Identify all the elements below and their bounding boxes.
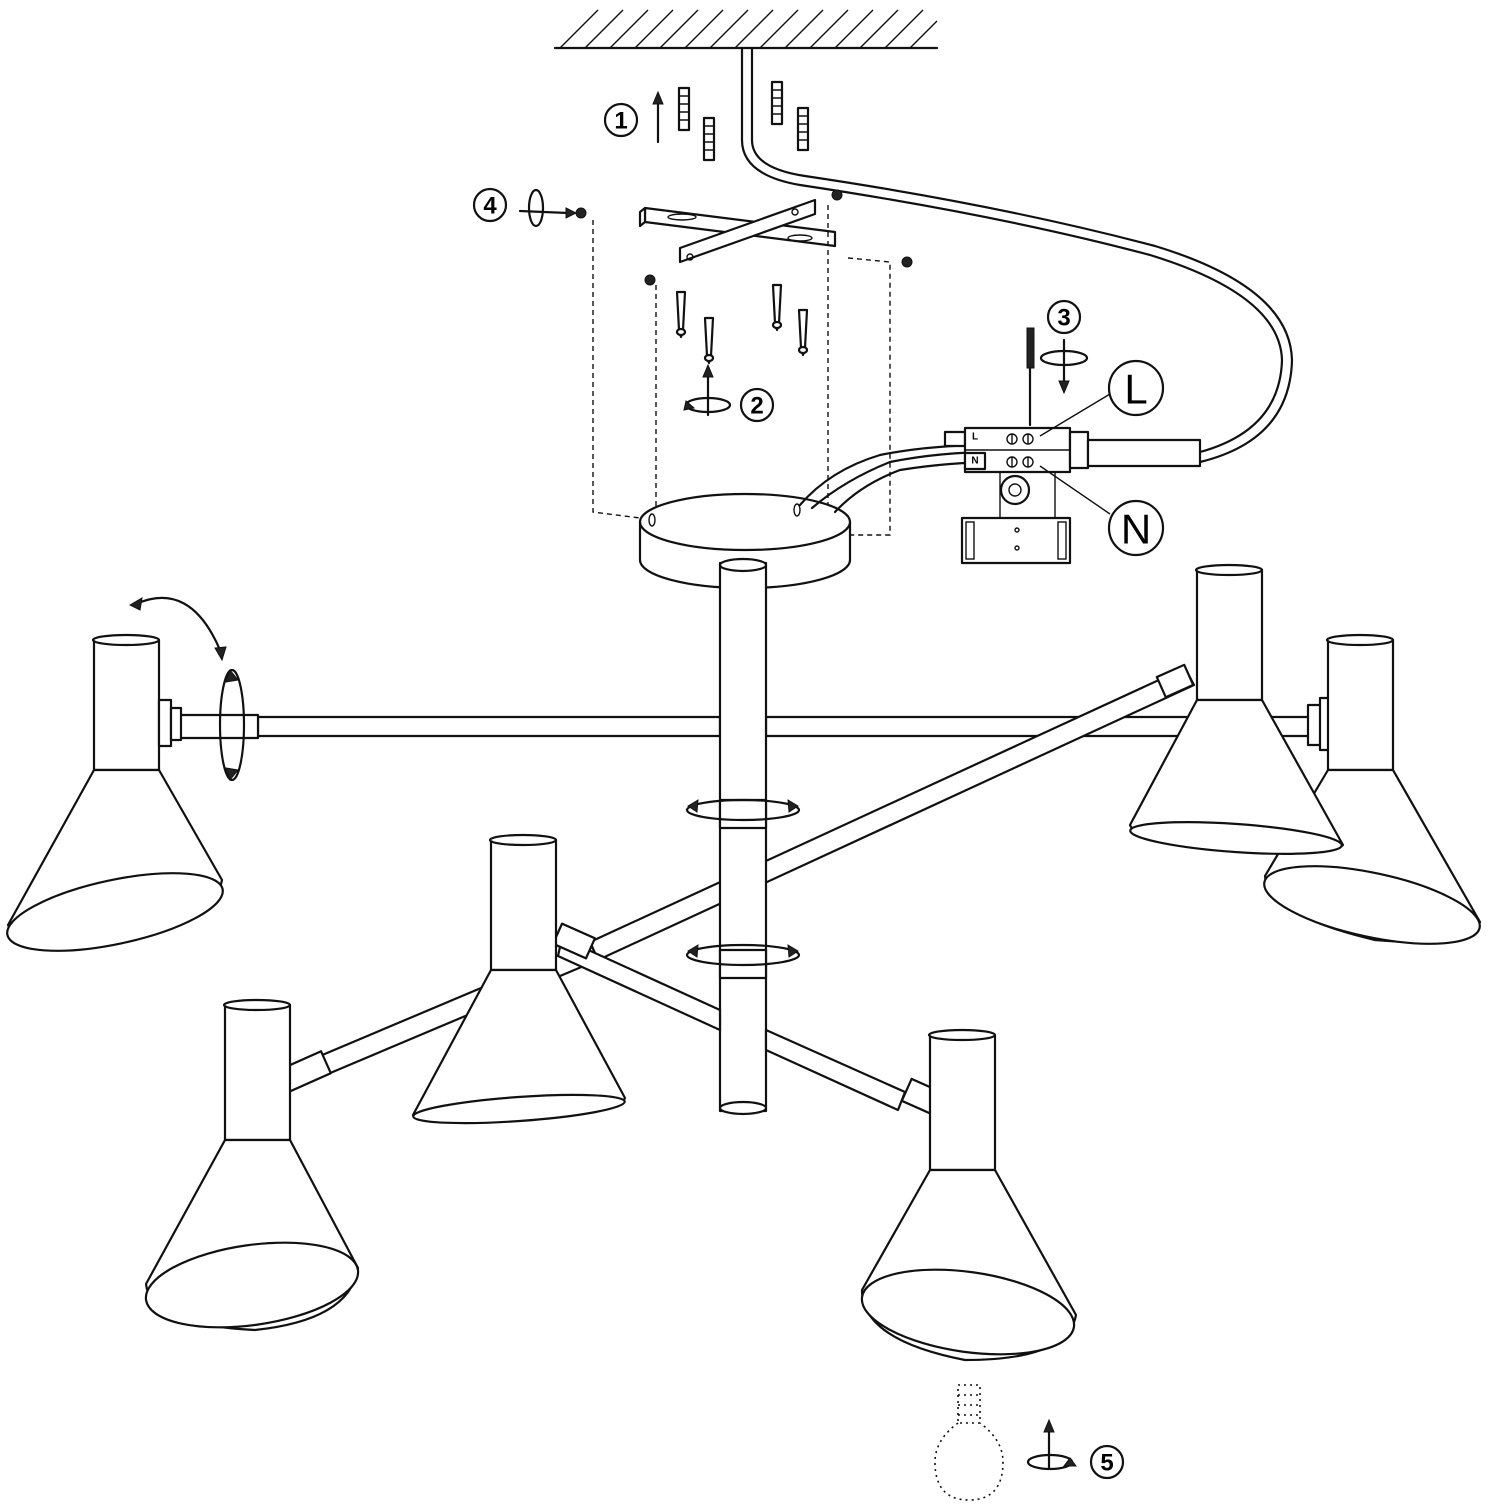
step-5-number: 5 xyxy=(1100,1450,1113,1477)
live-label: L xyxy=(1124,366,1147,413)
step-4-number: 4 xyxy=(483,193,497,220)
mounting-bracket xyxy=(638,198,837,264)
lamp-shade-left xyxy=(6,633,224,952)
terminal-cover xyxy=(960,472,1072,565)
neutral-label: N xyxy=(1121,506,1151,553)
step-1-number: 1 xyxy=(614,108,627,135)
up-arrow-icon xyxy=(652,90,664,144)
step-2-marker: 2 xyxy=(739,387,775,423)
terminal-mark-live: L xyxy=(972,432,978,443)
tilt-arrow-icon xyxy=(128,596,227,662)
up-arrow-icon xyxy=(702,363,714,417)
wall-anchors xyxy=(677,80,810,162)
step-4-marker: 4 xyxy=(472,187,508,223)
lamp-shade-center-left xyxy=(411,833,627,1125)
rotate-arrow-icon xyxy=(683,396,732,414)
center-stem xyxy=(718,557,768,1116)
terminal-mark-neutral: N xyxy=(971,456,978,467)
rotate-arrow-icon xyxy=(1039,338,1089,395)
rotate-arrow-icon xyxy=(685,943,801,967)
up-arrow-icon xyxy=(1043,1418,1055,1470)
step-5-marker: 5 xyxy=(1089,1444,1125,1480)
lamp-shade-lower-right xyxy=(860,1028,1078,1362)
screwdriver-icon xyxy=(1026,327,1035,427)
mounting-screws xyxy=(675,283,809,365)
light-bulb-icon xyxy=(934,1384,1004,1501)
rotate-arrow-icon xyxy=(1026,1453,1077,1471)
rotate-arrow-icon xyxy=(518,188,578,228)
bracket-screws xyxy=(575,189,913,286)
step-3-marker: 3 xyxy=(1046,299,1082,335)
ceiling xyxy=(553,9,939,50)
ceiling-canopy xyxy=(638,492,852,590)
live-callout: L xyxy=(1039,359,1165,437)
step-3-number: 3 xyxy=(1057,305,1070,332)
assembly-guide-lines xyxy=(592,205,891,536)
neutral-callout: N xyxy=(1039,465,1165,557)
lamp-shade-lower-left xyxy=(144,998,360,1332)
lamp-shade-right-front xyxy=(1128,563,1345,855)
terminal-block: L N xyxy=(943,426,1202,506)
supply-cable xyxy=(740,46,1294,464)
step-1-marker: 1 xyxy=(603,102,639,138)
rotate-arrow-icon xyxy=(685,798,801,822)
rotate-arrow-icon xyxy=(218,668,246,782)
step-2-number: 2 xyxy=(750,393,763,420)
